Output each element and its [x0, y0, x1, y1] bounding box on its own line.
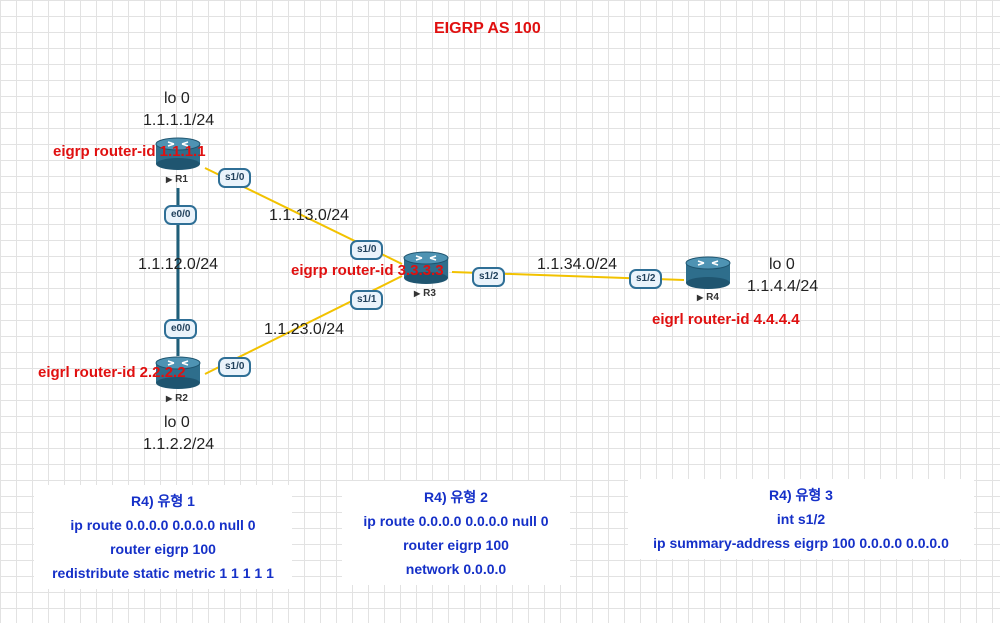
r3-router-icon[interactable] — [402, 251, 450, 285]
r2-port-s1-0: s1/0 — [218, 357, 252, 377]
r4-port-s1-2: s1/2 — [629, 269, 663, 289]
r2-port-e0-0: e0/0 — [164, 319, 198, 339]
config-line: ip summary-address eigrp 100 0.0.0.0 0.0… — [653, 535, 949, 551]
subnet-r3-r4: 1.1.34.0/24 — [537, 256, 618, 273]
config-box-type-3: R4) 유형 3 int s1/2 ip summary-address eig… — [628, 479, 974, 559]
r2-name: R2 — [166, 393, 188, 404]
r2-loopback-net: 1.1.2.2/24 — [143, 436, 215, 453]
r4-router-id: eigrl router-id 4.4.4.4 — [652, 311, 800, 328]
r4-router-icon[interactable] — [684, 256, 732, 290]
config-heading: R4) 유형 2 — [424, 489, 488, 505]
r1-port-e0-0: e0/0 — [164, 205, 198, 225]
r2-router-icon[interactable] — [154, 356, 202, 390]
r1-port-s1-0: s1/0 — [218, 168, 252, 188]
r1-name: R1 — [166, 174, 188, 185]
config-heading: R4) 유형 3 — [769, 487, 833, 503]
subnet-r1-r3: 1.1.13.0/24 — [269, 207, 350, 224]
r1-loopback-label: lo 0 — [164, 90, 190, 107]
subnet-r1-r2: 1.1.12.0/24 — [138, 256, 219, 273]
r3-port-s1-1: s1/1 — [350, 290, 384, 310]
diagram-title: EIGRP AS 100 — [434, 20, 541, 37]
r4-loopback-net: 1.1.4.4/24 — [747, 278, 819, 295]
r4-name: R4 — [697, 292, 719, 303]
config-line: ip route 0.0.0.0 0.0.0.0 null 0 — [363, 513, 549, 529]
r3-name: R3 — [414, 288, 436, 299]
r1-loopback-net: 1.1.1.1/24 — [143, 112, 215, 129]
config-line: router eigrp 100 — [110, 541, 216, 557]
config-line: router eigrp 100 — [403, 537, 509, 553]
config-line: ip route 0.0.0.0 0.0.0.0 null 0 — [70, 517, 256, 533]
subnet-r2-r3: 1.1.23.0/24 — [264, 321, 345, 338]
r3-port-s1-0: s1/0 — [350, 240, 384, 260]
config-box-type-1: R4) 유형 1 ip route 0.0.0.0 0.0.0.0 null 0… — [34, 485, 292, 589]
config-heading: R4) 유형 1 — [131, 493, 195, 509]
r1-router-id: eigrp router-id 1.1.1.1 — [53, 143, 206, 160]
r2-router-id: eigrl router-id 2.2.2.2 — [38, 364, 186, 381]
config-line: redistribute static metric 1 1 1 1 1 — [52, 565, 274, 581]
config-line: int s1/2 — [776, 511, 826, 527]
r4-loopback-label: lo 0 — [769, 256, 795, 273]
r3-port-s1-2: s1/2 — [472, 267, 506, 287]
config-box-type-2: R4) 유형 2 ip route 0.0.0.0 0.0.0.0 null 0… — [342, 481, 570, 585]
r2-loopback-label: lo 0 — [164, 414, 190, 431]
r1-router-icon[interactable] — [154, 137, 202, 171]
r3-router-id: eigrp router-id 3.3.3.3 — [291, 262, 444, 279]
config-line: network 0.0.0.0 — [405, 561, 507, 577]
